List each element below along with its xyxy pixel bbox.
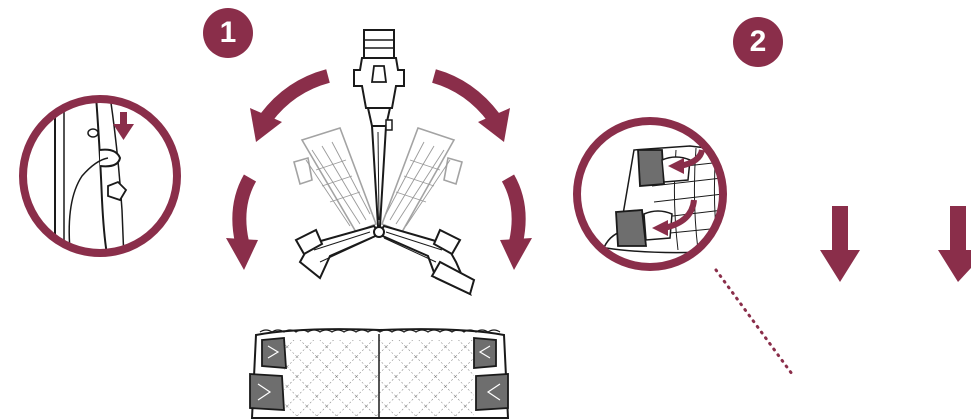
right-detail-callout (573, 117, 794, 376)
left-detail-callout (19, 95, 181, 257)
dotted-leader-line (714, 268, 794, 376)
step-1-badge: 1 (203, 8, 253, 58)
down-arrow-icon (820, 206, 860, 282)
mop-folding-illustration (226, 29, 532, 297)
down-arrow-icon (938, 206, 971, 282)
fold-arrow-icon (500, 174, 532, 270)
step-1-number: 1 (219, 16, 237, 49)
fold-arrow-icon (431, 69, 510, 142)
down-arrow-icon (113, 112, 134, 140)
step-2-badge: 2 (733, 17, 783, 67)
fold-arrow-icon (250, 69, 330, 142)
fold-arrow-icon (668, 149, 705, 174)
mop-pad-illustration (249, 328, 510, 419)
fold-arrow-icon (652, 199, 697, 236)
fold-arrow-icon (226, 174, 258, 270)
step-2-number: 2 (749, 25, 767, 58)
